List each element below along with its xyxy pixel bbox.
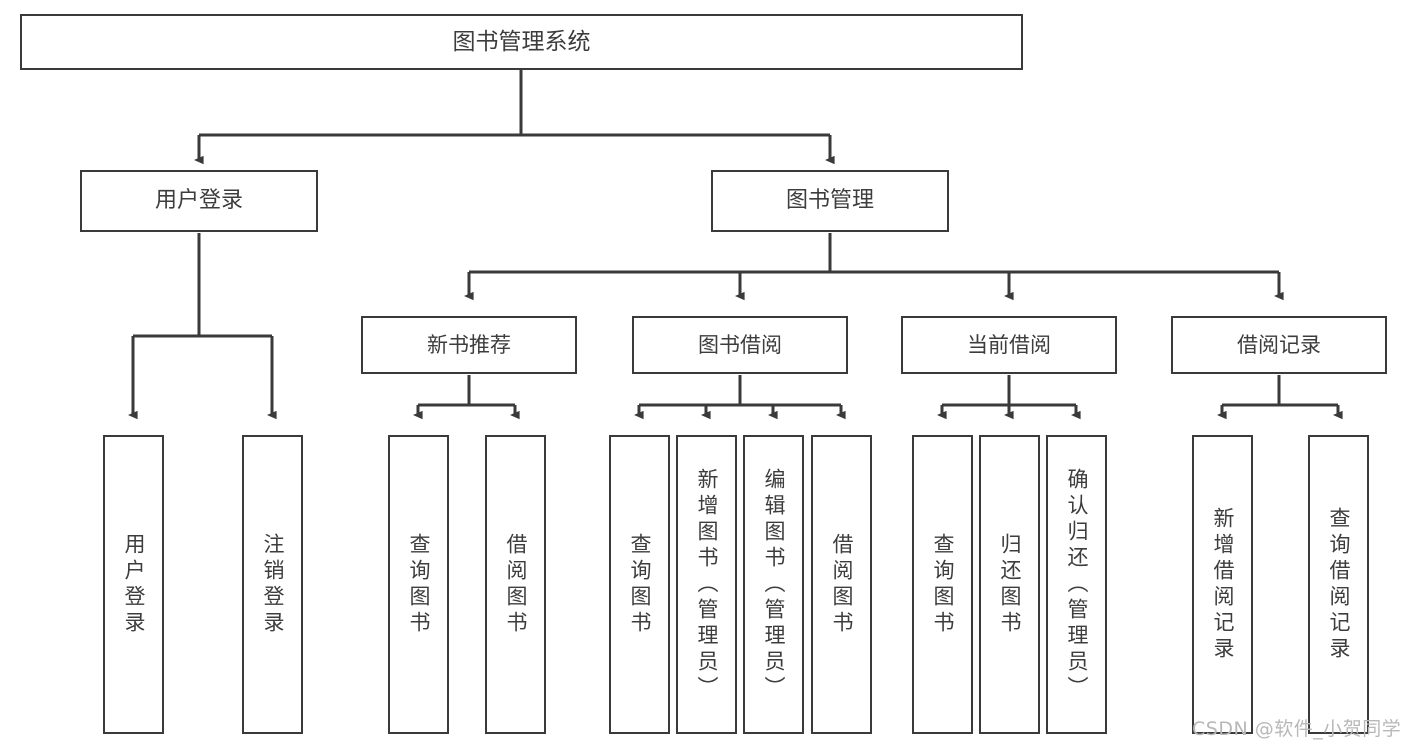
leaf-current-query-book[interactable]: 查询图书 [912,435,973,734]
node-label: 编辑图书（管理员） [762,467,786,702]
node-book-management[interactable]: 图书管理 [711,170,949,232]
node-label: 查询借阅记录 [1327,506,1351,663]
leaf-borrow-add-book[interactable]: 新增图书（管理员） [676,435,737,734]
node-label: 查询图书 [628,532,652,637]
node-label: 借阅记录 [1237,332,1321,357]
node-label: 图书借阅 [698,332,782,357]
node-label: 新增图书（管理员） [695,467,719,702]
node-label: 图书管理 [785,188,874,213]
node-label: 图书管理系统 [452,28,591,55]
leaf-borrow-borrow-book[interactable]: 借阅图书 [811,435,872,734]
node-label: 用户登录 [154,188,243,213]
leaf-records-query-record[interactable]: 查询借阅记录 [1308,435,1369,734]
node-label: 确认归还（管理员） [1065,467,1089,702]
node-label: 查询图书 [931,532,955,637]
leaf-current-confirm-return[interactable]: 确认归还（管理员） [1046,435,1107,734]
node-label: 借阅图书 [830,532,854,637]
leaf-user-login-logout[interactable]: 注销登录 [242,435,303,734]
node-label: 新书推荐 [427,332,511,357]
node-user-login[interactable]: 用户登录 [80,170,318,232]
node-label: 新增借阅记录 [1211,506,1235,663]
leaf-borrow-query-book[interactable]: 查询图书 [609,435,670,734]
watermark-text: CSDN @软件_小贺同学 [1192,718,1402,740]
node-label: 当前借阅 [967,332,1051,357]
node-label: 注销登录 [261,532,285,637]
node-label: 用户登录 [122,532,146,637]
node-borrow-records[interactable]: 借阅记录 [1171,316,1387,374]
leaf-new-book-query[interactable]: 查询图书 [388,435,449,734]
node-new-book-recommend[interactable]: 新书推荐 [361,316,577,374]
node-label: 借阅图书 [504,532,528,637]
leaf-user-login-login[interactable]: 用户登录 [103,435,164,734]
node-root-system[interactable]: 图书管理系统 [20,14,1023,70]
node-book-borrow[interactable]: 图书借阅 [632,316,848,374]
node-label: 查询图书 [407,532,431,637]
leaf-borrow-edit-book[interactable]: 编辑图书（管理员） [743,435,804,734]
node-current-borrow[interactable]: 当前借阅 [901,316,1117,374]
leaf-records-add-record[interactable]: 新增借阅记录 [1192,435,1253,734]
node-label: 归还图书 [998,532,1022,637]
leaf-current-return-book[interactable]: 归还图书 [979,435,1040,734]
leaf-new-book-borrow[interactable]: 借阅图书 [485,435,546,734]
